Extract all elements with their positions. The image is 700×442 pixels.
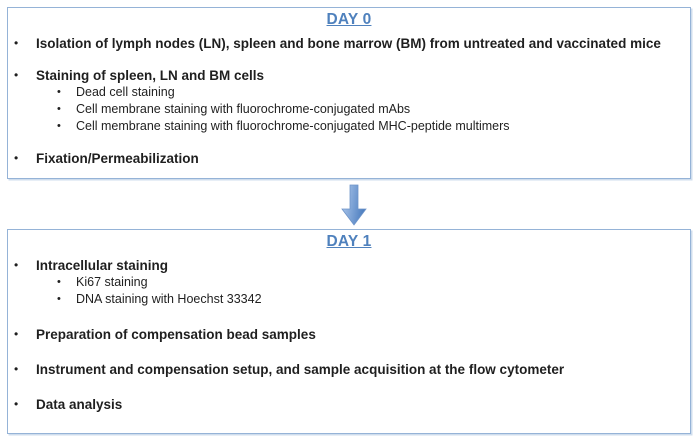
- day1-box: DAY 1 Intracellular staining Ki67 staini…: [7, 229, 691, 434]
- day1-title: DAY 1: [326, 233, 372, 250]
- day1-list: Intracellular staining Ki67 staining DNA…: [8, 257, 690, 413]
- list-item: Isolation of lymph nodes (LN), spleen an…: [8, 35, 690, 52]
- list-item: Instrument and compensation setup, and s…: [8, 361, 690, 378]
- day0-box: DAY 0 Isolation of lymph nodes (LN), spl…: [7, 7, 691, 179]
- day0-title: DAY 0: [326, 11, 372, 28]
- list-item: Fixation/Permeabilization: [8, 150, 690, 167]
- list-item: Ki67 staining: [8, 274, 690, 291]
- list-item: DNA staining with Hoechst 33342: [8, 291, 690, 308]
- list-item: Cell membrane staining with fluorochrome…: [8, 118, 690, 135]
- list-item: Preparation of compensation bead samples: [8, 326, 690, 343]
- list-item: Data analysis: [8, 396, 690, 413]
- list-item: Cell membrane staining with fluorochrome…: [8, 101, 690, 118]
- list-item: Dead cell staining: [8, 84, 690, 101]
- down-arrow-icon: [341, 184, 367, 226]
- list-item: Intracellular staining: [8, 257, 690, 274]
- list-item: Staining of spleen, LN and BM cells: [8, 67, 690, 84]
- day0-list: Isolation of lymph nodes (LN), spleen an…: [8, 35, 690, 167]
